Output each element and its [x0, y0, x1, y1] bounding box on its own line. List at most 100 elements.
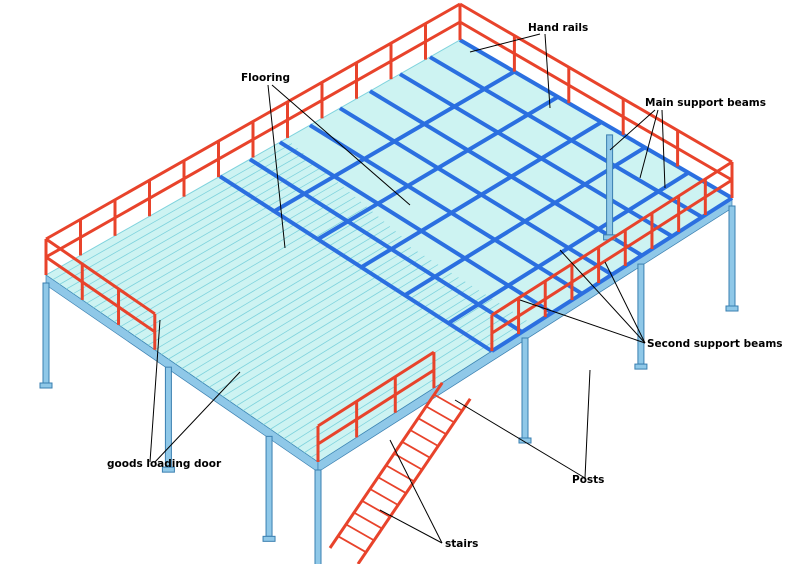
floor-plank	[147, 211, 373, 346]
floor-plank	[276, 298, 493, 435]
floor-plank	[113, 186, 344, 323]
leader-line	[639, 109, 659, 179]
leader-line	[661, 109, 666, 189]
stair-tread	[345, 523, 375, 542]
stair-tread	[337, 535, 367, 553]
leader-line	[584, 369, 591, 479]
floor-plank	[127, 196, 356, 332]
leader-line	[519, 299, 646, 344]
floor-plank	[86, 167, 321, 304]
floor-plank	[66, 152, 304, 290]
floor-plank	[154, 216, 379, 351]
hand-rail	[491, 160, 733, 317]
post-base-plate	[725, 305, 739, 312]
post-base-plate	[161, 466, 175, 473]
leader-lines	[149, 33, 666, 544]
leader-line	[604, 261, 646, 344]
label-stairs: stairs	[445, 538, 478, 550]
leader-line	[609, 109, 656, 151]
floor-plank	[168, 226, 391, 360]
floor-plank	[270, 294, 486, 430]
stair-tread	[393, 452, 423, 471]
stair-tread	[409, 429, 439, 447]
leader-line	[271, 84, 411, 206]
post	[164, 366, 172, 468]
floor-plank	[161, 221, 385, 355]
leader-line	[559, 249, 646, 344]
floor-plank	[208, 255, 425, 388]
hand-rail	[317, 368, 435, 446]
floor-plank	[222, 264, 439, 397]
floor-plank	[236, 272, 452, 407]
post-base-plate	[634, 363, 648, 370]
post	[637, 263, 645, 365]
stair-tread	[433, 393, 463, 412]
post	[265, 435, 273, 537]
hand-rails	[44, 2, 734, 462]
floor-plank	[140, 206, 368, 341]
main-support-beam	[360, 120, 603, 269]
floor-plank	[181, 235, 402, 369]
floor-plank	[174, 231, 396, 365]
label-posts: Posts	[572, 474, 604, 486]
floor-plank	[79, 162, 316, 299]
post	[606, 134, 614, 236]
main-support-beam	[447, 171, 690, 325]
label-main-support-beams: Main support beams	[645, 97, 766, 109]
label-hand-rails: Hand rails	[528, 22, 588, 34]
floor-plank	[202, 251, 418, 383]
support-beam-grid	[218, 38, 734, 353]
floor-plank	[73, 157, 310, 295]
leader-line	[267, 84, 286, 249]
floor-plank	[297, 311, 514, 449]
floor-plank	[106, 182, 339, 318]
leader-line	[379, 509, 443, 544]
hand-rail	[45, 255, 156, 334]
post-base-plate	[518, 437, 532, 444]
floor-plank	[59, 148, 298, 285]
posts	[39, 134, 739, 564]
leader-line	[154, 371, 241, 463]
leader-line	[149, 319, 161, 463]
second-support-beam	[218, 174, 493, 353]
stairs	[328, 381, 472, 564]
main-support-beam	[316, 95, 559, 241]
floor-plank	[93, 172, 327, 309]
floor-plank	[120, 191, 350, 327]
post	[314, 469, 322, 564]
floor-plank	[134, 201, 362, 337]
post-base-plate	[39, 382, 53, 389]
label-second-support-beams: Second support beams	[647, 338, 783, 350]
post-base-plate	[262, 535, 276, 542]
post	[42, 282, 50, 384]
main-support-beam	[490, 196, 734, 353]
leader-line	[544, 33, 551, 109]
leader-line	[389, 439, 443, 544]
floor-plank	[249, 281, 466, 416]
hand-rail	[459, 20, 733, 182]
hand-rail	[459, 2, 733, 164]
main-support-beam	[273, 69, 516, 213]
floor-plank	[215, 259, 432, 393]
stair-tread	[369, 488, 399, 506]
label-flooring: Flooring	[241, 72, 290, 84]
post	[521, 337, 529, 439]
floor-plank	[52, 143, 293, 281]
floor-plank	[242, 277, 459, 411]
label-goods-loading-door: goods loading door	[107, 458, 222, 470]
hand-rail	[491, 178, 733, 335]
floor-plank	[283, 302, 500, 439]
stair-tread	[401, 441, 431, 459]
post	[728, 205, 736, 307]
leader-line	[454, 399, 586, 479]
main-support-beam	[403, 145, 647, 297]
hand-rail	[45, 237, 156, 316]
stair-tread	[353, 511, 383, 530]
stair-tread	[425, 405, 455, 424]
floor-plank	[263, 289, 480, 425]
floor-plank	[195, 247, 412, 379]
floor-plank	[256, 285, 473, 421]
stair-tread	[361, 500, 391, 518]
